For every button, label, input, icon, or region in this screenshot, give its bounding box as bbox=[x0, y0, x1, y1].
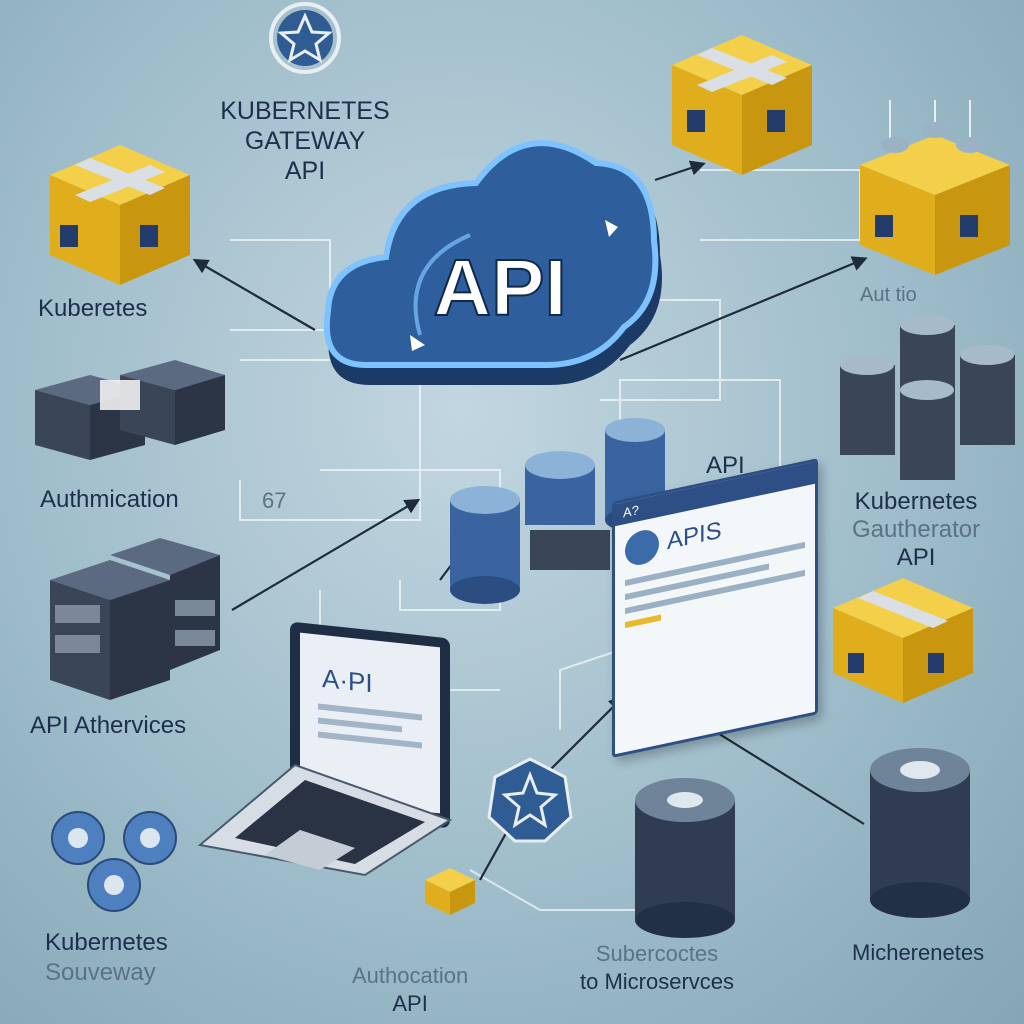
label-kubernetes-gautherator: Kubernetes Gautherator API bbox=[852, 488, 980, 572]
kubernetes-wheel-icon bbox=[487, 757, 573, 843]
package-icon bbox=[833, 578, 973, 703]
label-api-athervices: API Athervices bbox=[30, 712, 187, 739]
package-icon bbox=[672, 35, 812, 175]
kubernetes-wheel-icon bbox=[269, 2, 341, 74]
label-to-microservces: Subercoctes to Microservces bbox=[580, 940, 734, 996]
kubernetes-wheel-icon bbox=[625, 526, 659, 569]
laptop-screen-text: A·PI bbox=[322, 662, 373, 699]
label-kubernetes-gautherator-line-1: Kubernetes bbox=[854, 488, 978, 515]
label-to-microservces-line-1: Subercoctes bbox=[595, 941, 719, 966]
label-micherenetes: Micherenetes bbox=[852, 940, 985, 965]
server-icon bbox=[35, 360, 225, 460]
label-kubernetes-gautherator-line-3: API bbox=[896, 544, 936, 571]
label-aut-fragment: Aut tio bbox=[860, 284, 917, 306]
label-to-microservces-line-2: to Microservces bbox=[580, 969, 735, 994]
server-icon bbox=[50, 538, 220, 700]
database-icon bbox=[635, 778, 735, 938]
browser-window-icon: A? APIS bbox=[612, 458, 818, 758]
laptop-keyboard bbox=[197, 763, 453, 877]
gateway-title: KUBERNETES GATEWAY API bbox=[200, 96, 410, 186]
label-kubernetes-gautherator-line-2: Gautherator bbox=[852, 516, 981, 543]
gateway-title-line-2: GATEWAY bbox=[244, 127, 366, 155]
label-kubernetes-souveway-line-1: Kubernetes bbox=[45, 929, 168, 956]
label-kuberetes: Kuberetes bbox=[38, 295, 148, 322]
label-kubernetes-souveway: Kubernetes Souveway bbox=[45, 928, 168, 988]
database-icon bbox=[870, 748, 970, 918]
package-icon bbox=[860, 100, 1010, 275]
gateway-title-line-1: KUBERNETES bbox=[220, 97, 390, 125]
number-tag: 67 bbox=[262, 488, 287, 513]
package-icon bbox=[50, 145, 190, 285]
label-authocation-api-line-2: API bbox=[392, 991, 428, 1016]
label-authmication: Authmication bbox=[40, 486, 179, 513]
label-authocation-api: Authocation API bbox=[352, 962, 468, 1018]
database-icon bbox=[840, 315, 1015, 480]
gateway-title-line-3: API bbox=[284, 157, 326, 185]
label-kubernetes-souveway-line-2: Souveway bbox=[45, 959, 156, 986]
browser-heading: APIS bbox=[667, 516, 722, 556]
label-authocation-api-line-1: Authocation bbox=[352, 963, 469, 988]
cloud-icon: API bbox=[323, 140, 662, 385]
cloud-label: API bbox=[433, 243, 566, 332]
gear-icon bbox=[51, 811, 177, 912]
key-icon bbox=[425, 868, 475, 915]
